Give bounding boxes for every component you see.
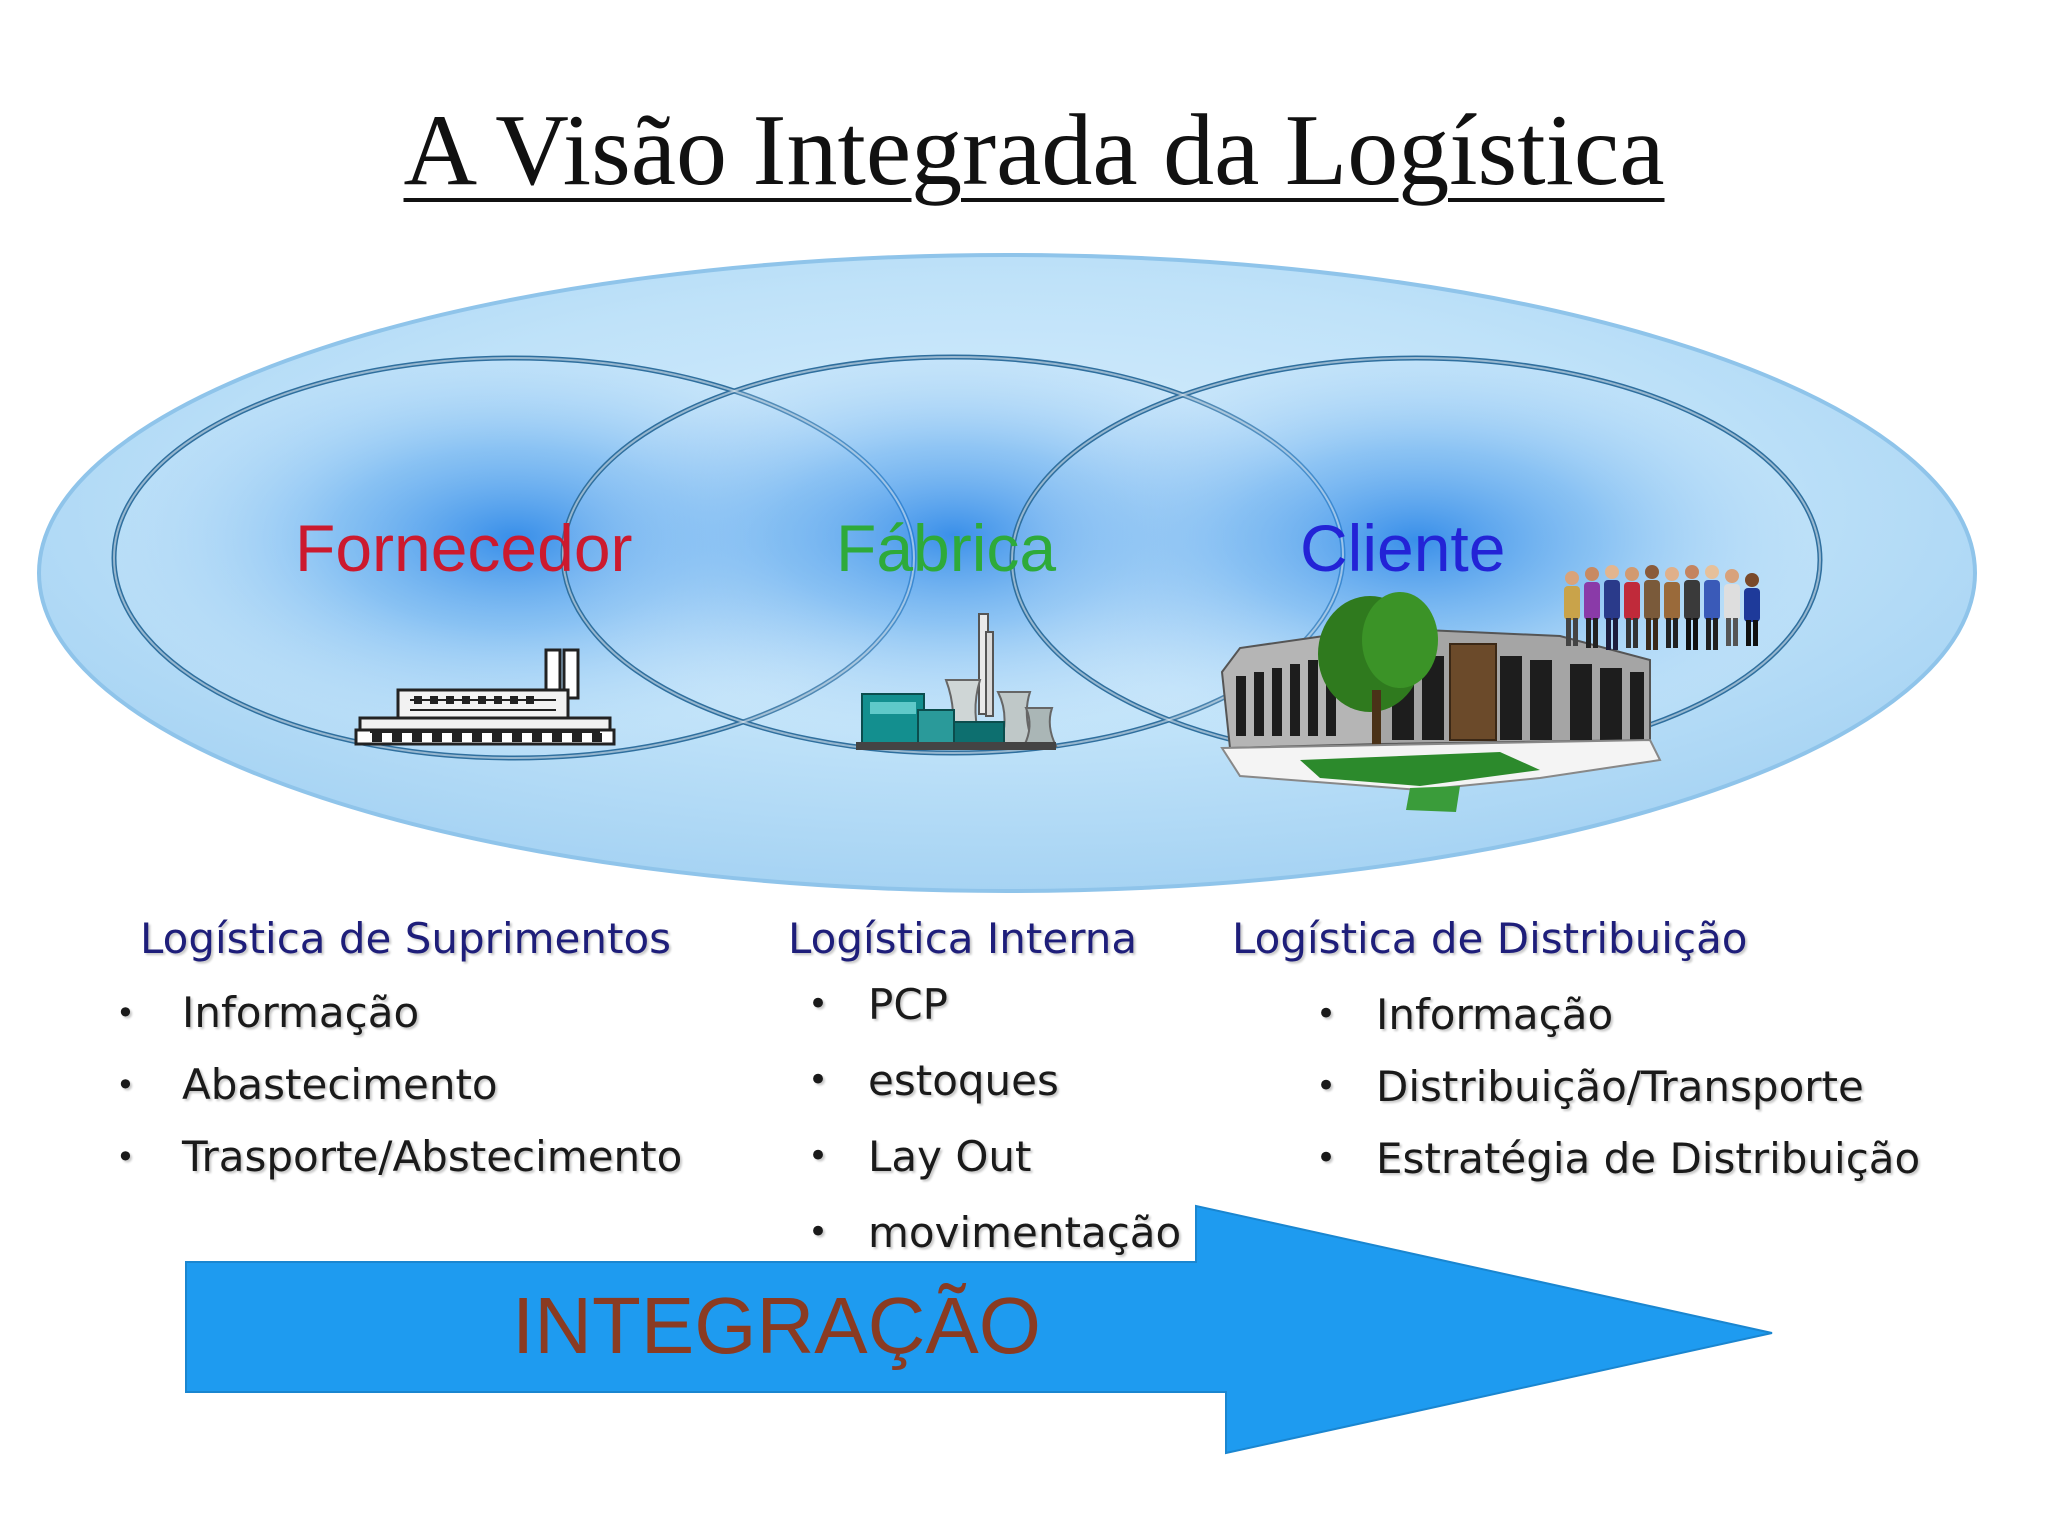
list-item: •PCP bbox=[808, 980, 948, 1029]
list-logistica-distribuicao: •Informação •Distribuição/Transporte •Es… bbox=[1316, 990, 1976, 1206]
bullet-icon: • bbox=[808, 984, 829, 1024]
list-logistica-suprimentos: •Informação •Abastecimento •Trasporte/Ab… bbox=[116, 988, 683, 1204]
bullet-icon: • bbox=[1316, 1066, 1337, 1106]
venn-circles bbox=[111, 354, 1823, 765]
list-item: •Abastecimento bbox=[116, 1060, 498, 1109]
entity-label-fornecedor: Fornecedor bbox=[295, 511, 633, 585]
list-item: •Distribuição/Transporte bbox=[1316, 1062, 1864, 1111]
list-logistica-interna: •PCP •estoques •Lay Out •movimentação bbox=[808, 980, 1188, 1284]
entity-label-cliente: Cliente bbox=[1300, 511, 1505, 585]
bullet-icon: • bbox=[116, 1066, 135, 1104]
bullet-icon: • bbox=[808, 1212, 829, 1252]
bullet-icon: • bbox=[116, 1138, 135, 1176]
bullet-icon: • bbox=[808, 1136, 829, 1176]
list-item: •Informação bbox=[1316, 990, 1614, 1039]
power-plant-icon bbox=[856, 613, 1058, 750]
bullet-icon: • bbox=[808, 1060, 829, 1100]
entity-label-fabrica: Fábrica bbox=[836, 511, 1056, 585]
list-item: •Lay Out bbox=[808, 1132, 1032, 1181]
arrow-label: INTEGRAÇÃO bbox=[512, 1281, 1041, 1370]
heading-logistica-distribuicao: Logística de Distribuição bbox=[1232, 914, 1748, 963]
list-item: •movimentação bbox=[808, 1208, 1182, 1257]
list-item: •Informação bbox=[116, 988, 420, 1037]
list-item: •Trasporte/Abstecimento bbox=[116, 1132, 683, 1181]
page-title: A Visão Integrada da Logística bbox=[403, 94, 1665, 207]
integration-arrow bbox=[185, 1204, 1773, 1455]
bullet-icon: • bbox=[1316, 1138, 1337, 1178]
heading-logistica-interna: Logística Interna bbox=[788, 914, 1138, 963]
bullet-icon: • bbox=[116, 994, 135, 1032]
heading-logistica-suprimentos: Logística de Suprimentos bbox=[140, 914, 672, 963]
list-item: •estoques bbox=[808, 1056, 1059, 1105]
people-group-icon bbox=[1564, 565, 1760, 650]
bullet-icon: • bbox=[1316, 994, 1337, 1034]
office-building-icon bbox=[1220, 592, 1662, 812]
supplier-factory-icon bbox=[354, 648, 616, 746]
list-item: •Estratégia de Distribuição bbox=[1316, 1134, 1921, 1183]
